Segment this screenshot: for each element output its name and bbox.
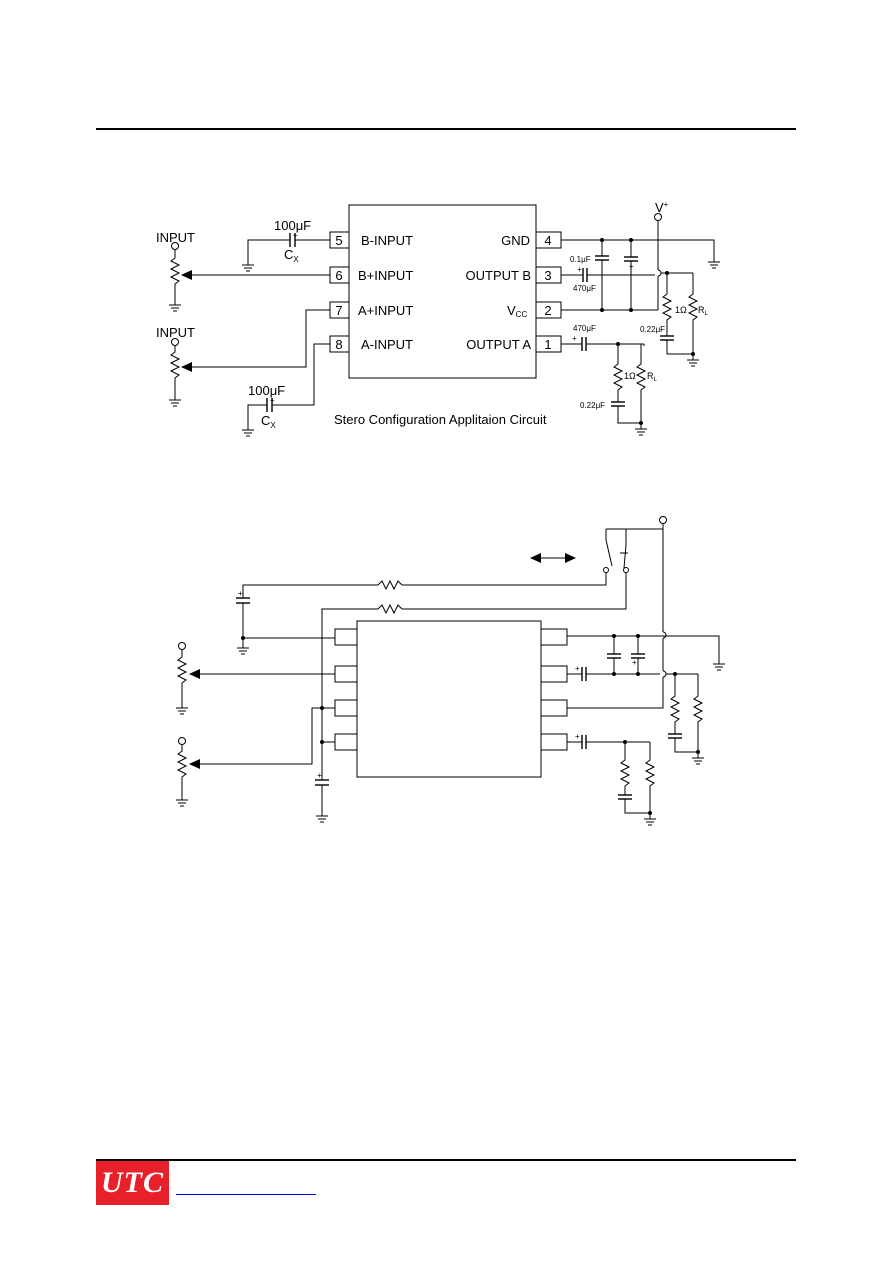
ground-symbol <box>316 815 328 823</box>
cap-plus-2d: + <box>575 664 580 673</box>
ground-symbol <box>713 663 725 671</box>
pin-label-a-input: A-INPUT <box>361 337 413 352</box>
pin-label-output-b: OUTPUT B <box>466 268 532 283</box>
pin-number-2: 2 <box>544 303 551 318</box>
switch-direction-arrow <box>530 553 576 563</box>
ground-symbol <box>692 757 704 765</box>
pin-label-b-input: B-INPUT <box>361 233 413 248</box>
cap-plus-2b: + <box>317 771 322 780</box>
load-resistor-a <box>635 344 647 429</box>
pin-label-b-plus-input: B+INPUT <box>358 268 413 283</box>
pin-number-8: 8 <box>335 337 342 352</box>
cap-cx-top-plus: + <box>293 231 298 240</box>
utc-logo-text: UTC <box>101 1166 164 1199</box>
load-resistor-b-label: RL <box>698 305 709 317</box>
pin-number-6: 6 <box>335 268 342 283</box>
input-terminal-2a <box>178 737 186 745</box>
pin-number-5: 5 <box>335 233 342 248</box>
decoupling-cap-value: 0.1μF <box>570 255 591 264</box>
pin-label-gnd: GND <box>501 233 530 248</box>
input-terminal-a <box>171 338 179 346</box>
pin-number-1: 1 <box>544 337 551 352</box>
switch-a <box>605 539 613 567</box>
bridge-mode-circuit: + + <box>176 516 725 826</box>
ic-body-2 <box>356 620 542 778</box>
out-a-cap-plus: + <box>572 334 577 343</box>
ground-symbol <box>644 818 656 826</box>
pin-number-7: 7 <box>335 303 342 318</box>
input-terminal-2b <box>178 642 186 650</box>
ground-symbol <box>635 428 647 436</box>
out-b-cap-plus: + <box>577 265 582 274</box>
ground-symbol <box>169 304 181 312</box>
footer-website-link[interactable] <box>176 1194 316 1195</box>
snubber-resistor-a <box>612 344 624 402</box>
pin-number-3: 3 <box>544 268 551 283</box>
cap-cx-bottom-name: CX <box>261 413 276 430</box>
load-resistor-a-label: RL <box>647 371 658 383</box>
cap-cx-bottom-plus: + <box>270 396 275 405</box>
snubber-resistor-b-value: 1Ω <box>675 305 687 315</box>
input-label-b: INPUT <box>156 230 195 245</box>
ic-body <box>348 204 537 379</box>
cap-plus-2a: + <box>238 589 243 598</box>
ground-symbol <box>687 359 699 367</box>
input-terminal-b <box>171 242 179 250</box>
ground-symbol <box>242 429 254 437</box>
bulk-cap-plus: + <box>629 262 634 271</box>
snubber-cap-b-value: 0.22μF <box>640 325 665 334</box>
cap-cx-top-name: CX <box>284 247 299 264</box>
figure-caption: Stero Configuration Applitaion Circuit <box>334 412 547 427</box>
stereo-application-circuit: 5 6 7 8 4 3 2 1 B-INPUT B+INPUT A+INPUT … <box>156 200 720 437</box>
out-b-cap-value: 470μF <box>573 284 596 293</box>
potentiometer-a <box>169 346 181 400</box>
cap-plus-2e: + <box>575 732 580 741</box>
input-label-a: INPUT <box>156 325 195 340</box>
wiper-arrow-b <box>181 270 192 280</box>
switch-b <box>623 544 627 569</box>
utc-logo: UTC <box>96 1161 169 1205</box>
feedback-resistor-1 <box>377 579 403 591</box>
cap-cx-top-value: 100μF <box>274 218 311 233</box>
vplus-label: V+ <box>655 200 669 215</box>
ground-symbol <box>176 707 188 715</box>
ground-symbol <box>169 399 181 407</box>
pin-label-output-a: OUTPUT A <box>466 337 531 352</box>
potentiometer-b <box>169 250 181 305</box>
ground-symbol <box>176 799 188 807</box>
cap-cx-bottom-value: 100μF <box>248 383 285 398</box>
vplus-terminal-2 <box>659 516 667 524</box>
snubber-cap-a-value: 0.22μF <box>580 401 605 410</box>
pin-label-vcc: VCC <box>507 303 527 319</box>
ground-symbol <box>242 264 254 272</box>
wiper-arrow-a <box>181 362 192 372</box>
ground-symbol <box>708 261 720 269</box>
vplus-terminal <box>654 213 662 221</box>
ground-symbol <box>237 647 249 655</box>
out-a-cap-value: 470μF <box>573 324 596 333</box>
snubber-resistor-b <box>661 273 673 336</box>
cap-plus-2c: + <box>632 658 637 667</box>
feedback-resistor-2 <box>377 603 403 615</box>
pin-label-a-plus-input: A+INPUT <box>358 303 413 318</box>
load-resistor-b <box>687 273 699 360</box>
snubber-resistor-a-value: 1Ω <box>624 371 636 381</box>
pin-number-4: 4 <box>544 233 551 248</box>
